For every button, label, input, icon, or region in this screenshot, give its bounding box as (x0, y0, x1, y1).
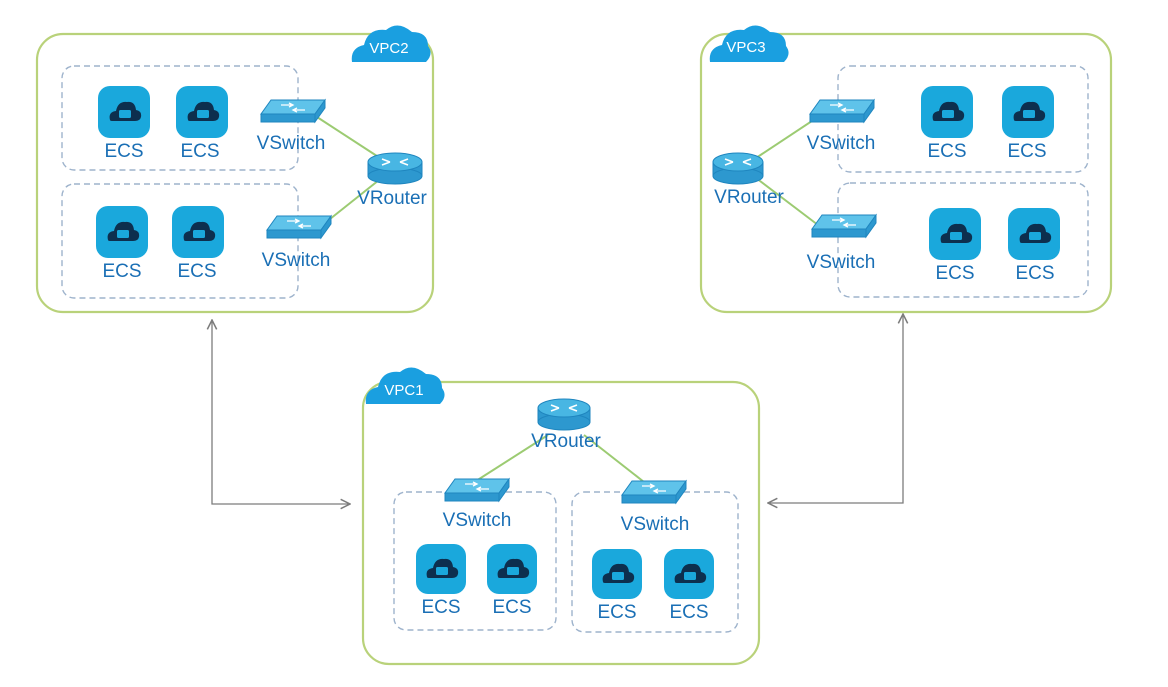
vpc3-switch-1 (809, 98, 875, 124)
vpc3-group: VPC3 ECS ECS ECS ECS (699, 25, 1113, 314)
vpc2-switch-1-label: VSwitch (257, 133, 326, 154)
vpc2-ecs-2-label: ECS (180, 141, 219, 162)
vpc2-ecs-3 (96, 206, 148, 258)
vswitch-icon (621, 479, 687, 505)
vpc1-link-switch1 (475, 434, 549, 482)
vpc1-tag-label: VPC1 (384, 382, 423, 399)
vpc2-ecs-1 (98, 86, 150, 138)
vpc2-tag-label: VPC2 (369, 40, 408, 57)
vpc3-ecs-2-label: ECS (1007, 141, 1046, 162)
vrouter-icon (537, 398, 591, 431)
vpc1-switch-2 (621, 479, 687, 505)
vpc3-ecs-1-label: ECS (927, 141, 966, 162)
vpc1-ecs-2 (487, 544, 537, 594)
cloud-tag-icon (709, 25, 789, 63)
vswitch-icon (811, 213, 877, 239)
vswitch-icon (444, 477, 510, 503)
vpc3-ecs-1 (921, 86, 973, 138)
vpc3-tag-label: VPC3 (726, 39, 765, 56)
vswitch-icon (809, 98, 875, 124)
vpc2-link-switch1 (316, 116, 381, 159)
vrouter-icon (712, 152, 764, 185)
vpc1-router-label: VRouter (531, 431, 601, 452)
vpc2-box (35, 32, 435, 314)
vpc1-switch-2-label: VSwitch (621, 514, 690, 535)
vpc1-box (361, 380, 761, 666)
vpc3-router-label: VRouter (714, 187, 784, 208)
vpc3-link-switch1 (755, 116, 819, 159)
vpc1-ecs-3 (592, 549, 642, 599)
vpc3-tag: VPC3 (709, 25, 789, 63)
vpc3-vpc1-connector (768, 314, 903, 503)
vpc2-switch-2-label: VSwitch (262, 250, 331, 271)
vpc2-ecs-2 (176, 86, 228, 138)
vpc2-ecs-4-label: ECS (177, 261, 216, 282)
vpc1-ecs-4-label: ECS (669, 602, 708, 623)
vpc1-link-switch2 (583, 434, 645, 483)
vpc1-subnet-1 (393, 491, 557, 631)
vpc2-group: VPC2 ECS ECS ECS ECS (35, 25, 435, 314)
vpc1-router (537, 398, 591, 431)
vpc3-ecs-3 (929, 208, 981, 260)
vpc1-tag: VPC1 (365, 367, 445, 404)
vpc3-link-switch2 (755, 177, 819, 226)
vpc2-router-label: VRouter (357, 188, 427, 209)
vpc2-ecs-3-label: ECS (102, 261, 141, 282)
cloud-tag-icon (365, 367, 445, 404)
vpc3-switch-1-label: VSwitch (807, 133, 876, 154)
cloud-tag-icon (351, 25, 431, 63)
vpc1-switch-1 (444, 477, 510, 503)
vpc2-switch-1 (260, 98, 326, 124)
vpc3-ecs-4 (1008, 208, 1060, 260)
vpc2-link-switch2 (324, 175, 385, 224)
vpc3-ecs-3-label: ECS (935, 263, 974, 284)
vpc2-subnet-2 (61, 183, 299, 299)
vrouter-icon (367, 152, 423, 185)
vpc3-router (712, 152, 764, 185)
vpc2-switch-2 (266, 214, 332, 240)
vpc3-switch-2 (811, 213, 877, 239)
vpc3-ecs-4-label: ECS (1015, 263, 1054, 284)
vpc1-ecs-1-label: ECS (421, 597, 460, 618)
vpc2-vpc1-connector (212, 320, 350, 504)
vpc2-ecs-1-label: ECS (104, 141, 143, 162)
vpc3-box (699, 32, 1113, 314)
vswitch-icon (266, 214, 332, 240)
vpc3-subnet-2 (837, 182, 1089, 298)
vpc2-router (367, 152, 423, 185)
vpc1-ecs-4 (664, 549, 714, 599)
vpc1-group: VPC1 VRouter VSwitch (361, 367, 761, 666)
vpc1-ecs-2-label: ECS (492, 597, 531, 618)
vpc2-tag: VPC2 (351, 25, 431, 63)
vpc2-ecs-4 (172, 206, 224, 258)
vpc3-switch-2-label: VSwitch (807, 252, 876, 273)
vpc1-ecs-1 (416, 544, 466, 594)
vpc3-ecs-2 (1002, 86, 1054, 138)
vpc1-ecs-3-label: ECS (597, 602, 636, 623)
vpc1-switch-1-label: VSwitch (443, 510, 512, 531)
vswitch-icon (260, 98, 326, 124)
